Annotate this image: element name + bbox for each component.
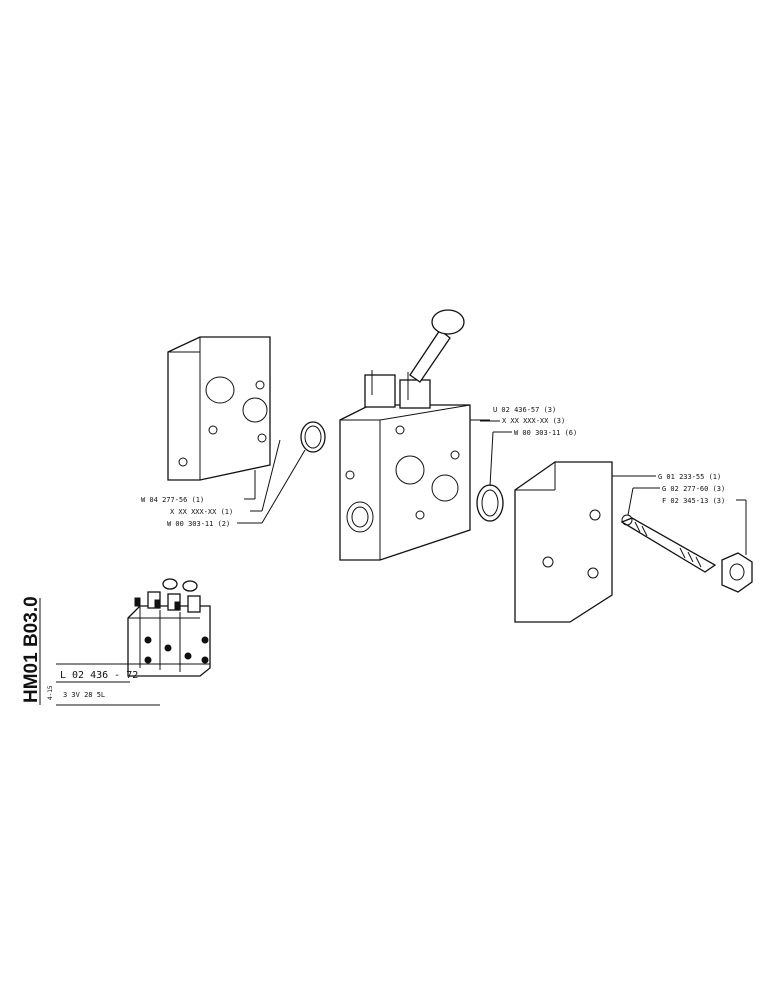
callout-4: U 02 436-57 (3) xyxy=(493,406,556,414)
assembly-description: 3 3V 28 5L xyxy=(63,691,105,699)
callout-9: F 02 345-13 (3) xyxy=(662,497,725,505)
callout-2: X XX XXX-XX (1) xyxy=(170,508,233,516)
valve-section xyxy=(339,309,471,561)
callout-group-right: G 01 233-55 (1) G 02 277-60 (3) F 02 345… xyxy=(612,473,747,555)
assembly-thumbnail xyxy=(127,578,211,677)
title-block: L 02 436 - 72 3 3V 28 5L HM01 B03.0 4-15 xyxy=(21,596,210,706)
callout-1: W 04 277-56 (1) xyxy=(141,496,204,504)
callout-3: W 00 303-11 (2) xyxy=(167,520,230,528)
right-end-plate xyxy=(514,461,613,623)
side-code: HM01 B03.0 xyxy=(21,596,42,703)
callout-5: X XX XXX-XX (3) xyxy=(502,417,565,425)
callout-group-left: W 04 277-56 (1) X XX XXX-XX (1) W 00 303… xyxy=(141,439,306,528)
stud-bolt xyxy=(620,514,717,573)
hex-nut xyxy=(721,552,753,593)
left-end-plate xyxy=(167,336,271,481)
callout-group-center: U 02 436-57 (3) X XX XXX-XX (3) W 00 303… xyxy=(470,406,577,487)
callout-7: G 01 233-55 (1) xyxy=(658,473,721,481)
callout-8: G 02 277-60 (3) xyxy=(662,485,725,493)
side-sub: 4-15 xyxy=(47,685,54,700)
callout-6: W 00 303-11 (6) xyxy=(514,429,577,437)
assembly-part-number: L 02 436 - 72 xyxy=(60,670,138,681)
